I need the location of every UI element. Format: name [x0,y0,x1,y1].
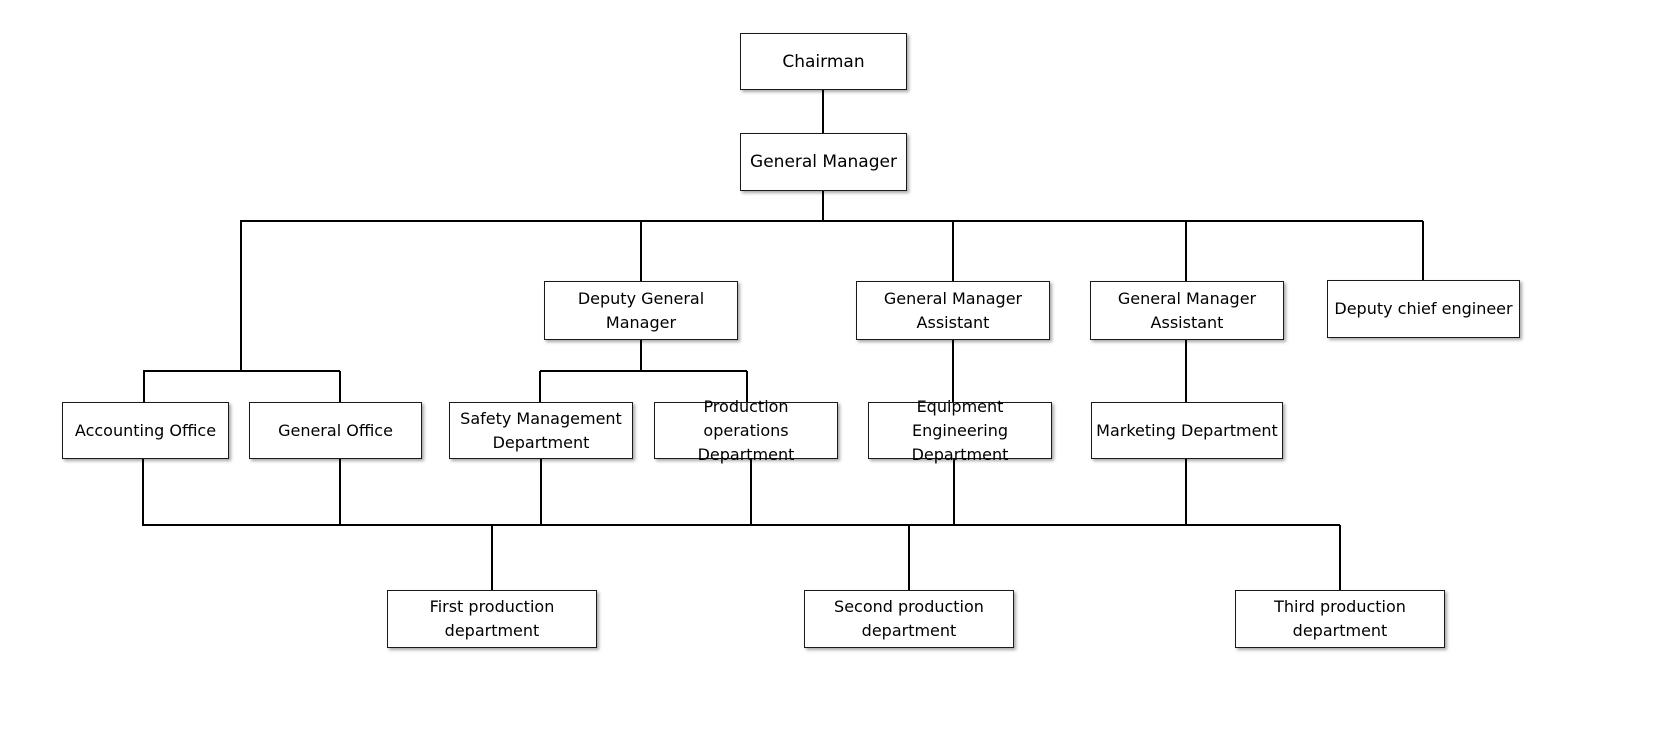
chairman-box: Chairman [740,33,907,90]
third-production-department-box: Third production department [1235,590,1445,648]
gm-assistant-2-box: General Manager Assistant [1090,281,1284,340]
accounting-office-box: Accounting Office [62,402,229,459]
gm-assistant-1-box: General Manager Assistant [856,281,1050,340]
first-production-department-box: First production department [387,590,597,648]
safety-management-department-box: Safety Management Department [449,402,633,459]
general-manager-box: General Manager [740,133,907,191]
marketing-department-box: Marketing Department [1091,402,1283,459]
second-production-department-box: Second production department [804,590,1014,648]
deputy-general-manager-box: Deputy General Manager [544,281,738,340]
connector-group [142,90,1424,590]
general-office-box: General Office [249,402,422,459]
deputy-chief-engineer-box: Deputy chief engineer [1327,280,1520,338]
equipment-engineering-department-box: Equipment Engineering Department [868,397,1052,464]
production-operations-department-box: Production operations Department [654,397,838,464]
